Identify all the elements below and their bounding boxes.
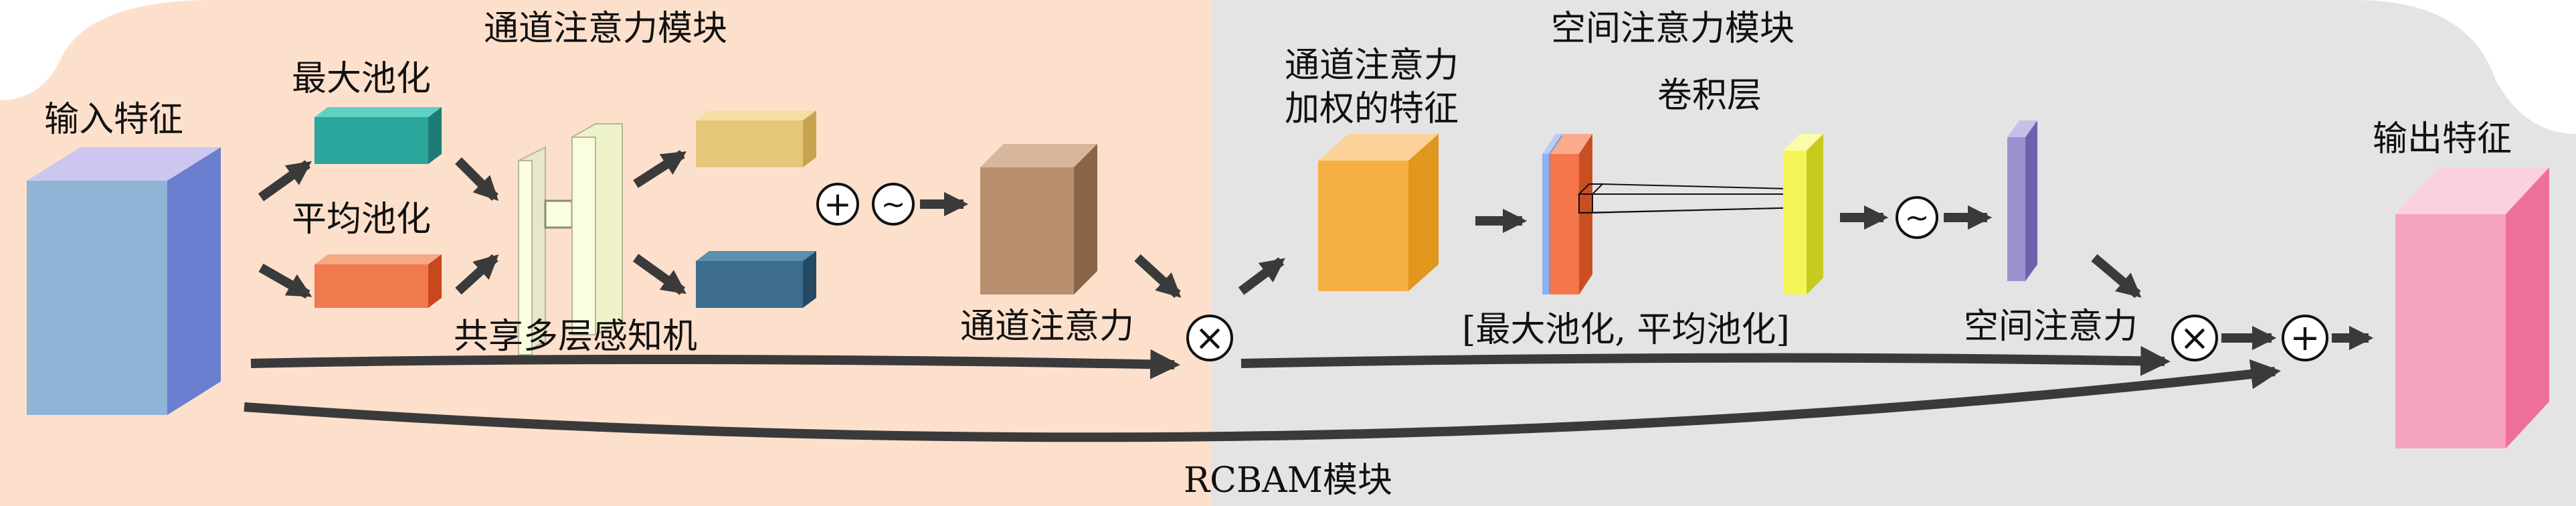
conv-layer-label: 卷积层	[1657, 76, 1762, 116]
outer-frame-top-right	[2355, 0, 2576, 134]
mlp-output-bottom	[696, 251, 816, 308]
arrow-channel-result-to-spatial-multiply	[1240, 345, 2171, 376]
shared-mlp-label: 共享多层感知机	[454, 317, 697, 357]
weighted-feature-label-line2: 加权的特征	[1285, 89, 1459, 129]
mlp-output-top	[696, 110, 816, 167]
pool-concat-label: [最大池化, 平均池化]	[1462, 310, 1790, 350]
arrow-attention-to-multiply	[1134, 254, 1182, 299]
output-label: 输出特征	[2373, 119, 2512, 159]
arrow-multiply-to-weighted	[1238, 257, 1285, 295]
svg-text:~: ~	[1905, 201, 1930, 235]
spatial-attention-label: 空间注意力	[1964, 307, 2138, 347]
sigmoid-operator-channel: ~	[872, 183, 915, 226]
svg-text:+: +	[2290, 317, 2320, 359]
arrow-skip-input-to-sum	[244, 359, 2281, 442]
svg-text:~: ~	[881, 187, 906, 222]
sum-operator-output: +	[2282, 315, 2328, 361]
avg-pool-block	[314, 254, 442, 308]
svg-text:+: +	[824, 185, 852, 224]
sum-operator: +	[816, 183, 859, 226]
channel-module-title: 通道注意力模块	[484, 9, 727, 49]
conv-kernel-lines	[1578, 183, 1815, 214]
arrow-maxpool-to-mlp	[455, 157, 499, 201]
shared-mlp-panels	[518, 123, 623, 356]
sigmoid-operator-spatial: ~	[1896, 196, 1938, 239]
channel-attention-cube	[980, 144, 1097, 294]
max-pool-block	[314, 107, 442, 164]
multiply-operator-channel: ×	[1186, 315, 1233, 361]
spatial-attention-map	[2007, 120, 2037, 281]
avg-pool-label: 平均池化	[292, 199, 431, 240]
conv-output-map	[1783, 134, 1823, 294]
arrow-mlp-to-top-output	[633, 150, 687, 188]
arrow-input-to-maxpool	[258, 160, 312, 201]
rcbam-module-label: RCBAM模块	[1184, 460, 1392, 501]
svg-text:×: ×	[2179, 317, 2209, 359]
arrow-mlp-to-bottom-output	[632, 254, 686, 295]
arrow-input-to-multiply	[250, 349, 1180, 380]
spatial-module-title: 空间注意力模块	[1551, 9, 1795, 49]
arrow-avgpool-to-mlp	[455, 254, 499, 295]
input-label: 输入特征	[44, 100, 183, 140]
multiply-operator-spatial: ×	[2171, 315, 2218, 361]
arrow-spatial-map-to-multiply	[2091, 254, 2142, 299]
weighted-feature-label-line1: 通道注意力	[1285, 46, 1459, 86]
output-feature-cube	[2395, 167, 2549, 448]
arrow-input-to-avgpool	[258, 263, 312, 299]
channel-attention-label: 通道注意力	[960, 307, 1134, 347]
weighted-feature-cube	[1318, 134, 1439, 291]
max-pool-label: 最大池化	[292, 59, 431, 99]
pooled-feature-maps	[1542, 134, 1604, 294]
svg-text:×: ×	[1194, 317, 1224, 359]
input-feature-cube	[27, 147, 221, 415]
outer-frame-top-left	[0, 0, 214, 100]
